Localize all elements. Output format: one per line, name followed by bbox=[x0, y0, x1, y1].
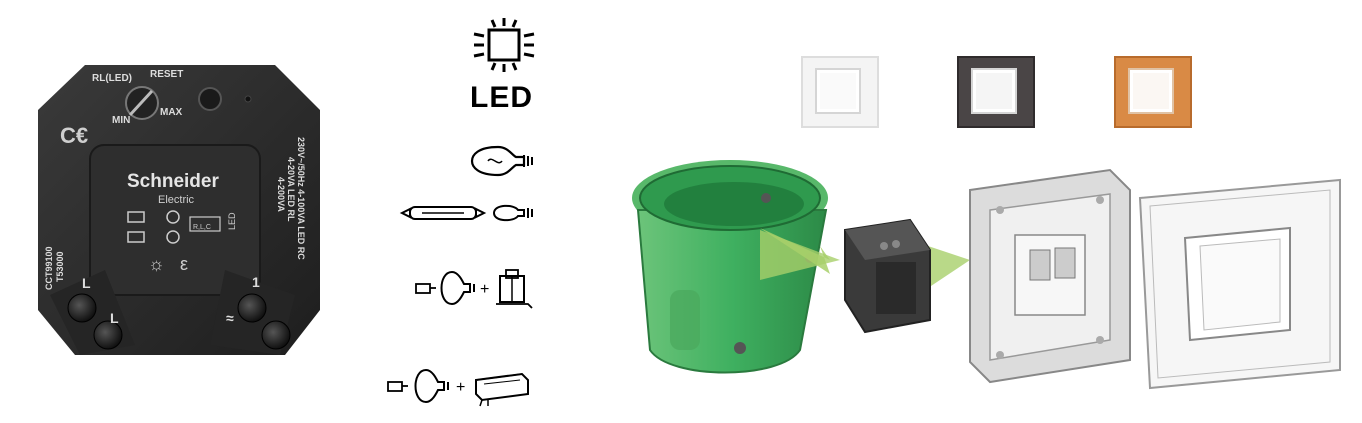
spec-line-3: 4-200VA bbox=[276, 177, 286, 212]
incandescent-bulb-icon bbox=[470, 145, 533, 177]
terminal-label-1: 1 bbox=[252, 274, 260, 290]
knob-label-min: MIN bbox=[112, 115, 130, 126]
model-line-2: T53000 bbox=[55, 251, 65, 282]
brand-text: Schneider bbox=[127, 171, 219, 192]
terminal-label-approx: ≈ bbox=[226, 310, 234, 326]
mounting-frame bbox=[969, 168, 1131, 384]
cover-plate bbox=[1138, 178, 1341, 390]
spec-line-2: 4-20VA LED RL bbox=[286, 157, 296, 222]
halogen-electronic-transformer-icon: + bbox=[387, 368, 529, 407]
frame-anthracite-swatch bbox=[957, 56, 1035, 128]
knob-label-max: MAX bbox=[160, 107, 183, 118]
dimmer-module bbox=[844, 218, 931, 334]
svg-text:+: + bbox=[456, 379, 465, 396]
frame-wood-swatch bbox=[1114, 56, 1192, 128]
knob-label-reset: RESET bbox=[150, 69, 183, 80]
spec-line-1: 230V~/50Hz 4-100VA LED RC bbox=[296, 137, 306, 260]
led-lamp-icon bbox=[473, 18, 535, 72]
svg-text:☼: ☼ bbox=[148, 254, 165, 274]
halogen-transformer-icon: + bbox=[415, 269, 533, 309]
led-small-text: LED bbox=[227, 212, 237, 230]
svg-text:ε: ε bbox=[180, 254, 188, 274]
knob-label-rl-led: RL(LED) bbox=[92, 73, 132, 84]
dimmer-device: C€ Schneider Electric R,L,C LED ☼ ε RL(L… bbox=[38, 65, 320, 355]
svg-text:C€: C€ bbox=[60, 123, 88, 148]
installation-diagram bbox=[632, 160, 1341, 390]
terminal-label-l: L bbox=[82, 275, 91, 291]
model-line-1: CCT99100 bbox=[44, 246, 54, 290]
halogen-tube-icon bbox=[399, 204, 533, 222]
frame-white-swatch bbox=[801, 56, 879, 128]
led-label: LED bbox=[470, 81, 533, 114]
terminal-label-l2: L bbox=[110, 310, 119, 326]
brand-sub-text: Electric bbox=[158, 194, 195, 206]
rlc-text: R,L,C bbox=[193, 224, 211, 231]
svg-text:+: + bbox=[480, 281, 489, 298]
